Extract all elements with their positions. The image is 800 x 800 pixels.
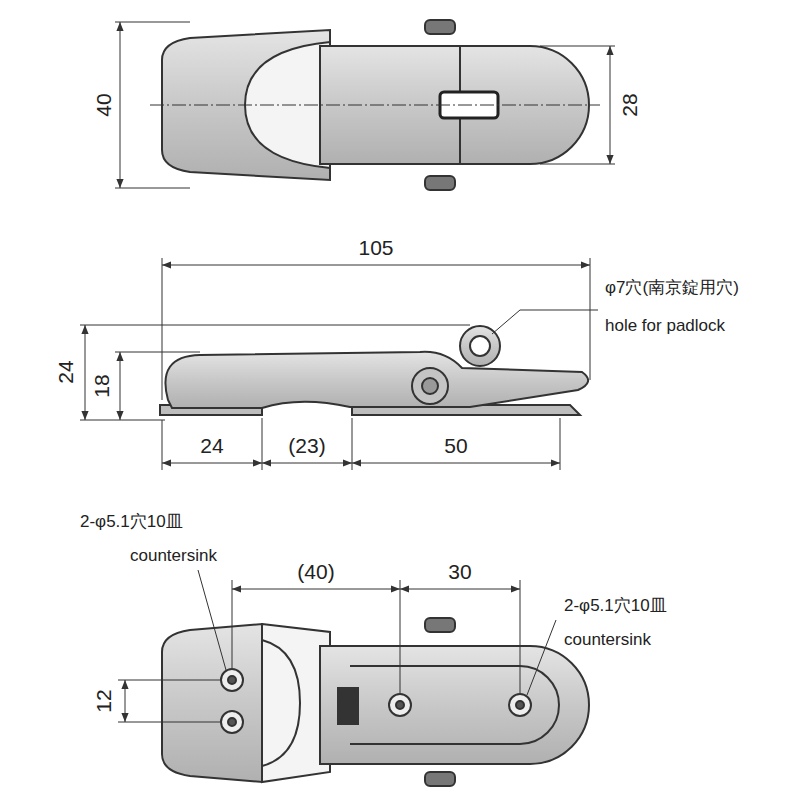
- top-view-part: [425, 20, 455, 34]
- bottom-dimensions-part: [400, 580, 401, 693]
- side-dimensions-part: [115, 352, 200, 353]
- dimension: 30: [446, 560, 473, 583]
- dimension: 24: [54, 358, 77, 385]
- bottom-dimensions-part: [520, 580, 521, 693]
- bottom-dimensions-part: [125, 680, 126, 722]
- side-dimensions: [80, 258, 598, 470]
- bottom-dimensions: [118, 570, 556, 722]
- top-dimensions-part: [120, 22, 121, 188]
- side-dimensions-part: [560, 418, 561, 470]
- side-dimensions-part: [162, 265, 590, 266]
- side-view-part: [165, 352, 588, 408]
- bottom-view-part: [509, 694, 531, 716]
- dimension: 12: [92, 687, 115, 714]
- callout-note: 2-φ5.1穴10皿: [78, 513, 185, 532]
- bottom-view-part: [221, 711, 243, 733]
- side-dimensions-part: [262, 418, 263, 470]
- dimension: (23): [286, 434, 327, 457]
- side-dimensions-part: [162, 258, 163, 400]
- top-dimensions-part: [540, 46, 615, 47]
- side-dimensions-part: [590, 258, 591, 380]
- top-dimensions-part: [150, 105, 600, 106]
- bottom-dimensions-part: [232, 589, 400, 590]
- bottom-view-part: [162, 624, 262, 782]
- bottom-dimensions-part: [198, 570, 226, 670]
- bottom-dimensions-part: [118, 680, 220, 681]
- side-view-part: [470, 336, 490, 356]
- top-dimensions-part: [610, 46, 611, 164]
- bottom-view-part: [221, 669, 243, 691]
- bottom-dimensions-part: [232, 580, 233, 668]
- side-view: [160, 326, 588, 415]
- side-dimensions-part: [120, 352, 121, 420]
- side-dimensions-part: [85, 325, 86, 420]
- top-dimensions-part: [540, 164, 615, 165]
- side-dimensions-part: [162, 463, 262, 464]
- side-view-part: [422, 378, 438, 394]
- bottom-view-part: [389, 694, 411, 716]
- bottom-view-part: [516, 701, 524, 709]
- top-dimensions-part: [115, 22, 190, 23]
- dimension: 105: [356, 236, 395, 259]
- dimension: 50: [442, 434, 469, 457]
- top-view-part: [425, 176, 455, 190]
- bottom-view-part: [350, 666, 559, 744]
- callout-note: hole for padlock: [603, 317, 727, 336]
- top-dimensions: [115, 22, 615, 188]
- callout-note: countersink: [562, 631, 653, 650]
- callout-note: countersink: [128, 547, 219, 566]
- bottom-view-part: [320, 646, 589, 764]
- dimension: 28: [618, 91, 641, 118]
- bottom-view-part: [338, 688, 358, 724]
- side-dimensions-part: [492, 310, 598, 334]
- dimension: (40): [295, 560, 336, 583]
- callout-note: φ7穴(南京錠用穴): [603, 279, 741, 298]
- bottom-view-part: [228, 718, 236, 726]
- side-dimensions-part: [80, 325, 470, 326]
- bottom-dimensions-part: [527, 620, 556, 695]
- dimension: 40: [92, 91, 115, 118]
- side-dimensions-part: [352, 418, 353, 470]
- side-dimensions-part: [352, 463, 560, 464]
- side-view-part: [412, 368, 448, 404]
- side-dimensions-part: [262, 463, 352, 464]
- top-dimensions-part: [115, 188, 190, 189]
- bottom-view-part: [425, 618, 455, 632]
- dimension: 24: [198, 434, 225, 457]
- bottom-view-part: [262, 640, 300, 766]
- side-dimensions-part: [80, 420, 165, 421]
- bottom-view-part: [228, 676, 236, 684]
- bottom-view-part: [396, 701, 404, 709]
- callout-note: 2-φ5.1穴10皿: [562, 597, 669, 616]
- bottom-dimensions-part: [400, 589, 520, 590]
- bottom-view-part: [425, 772, 455, 786]
- bottom-view: [162, 618, 589, 786]
- bottom-dimensions-part: [118, 722, 220, 723]
- dimension: 18: [90, 372, 113, 399]
